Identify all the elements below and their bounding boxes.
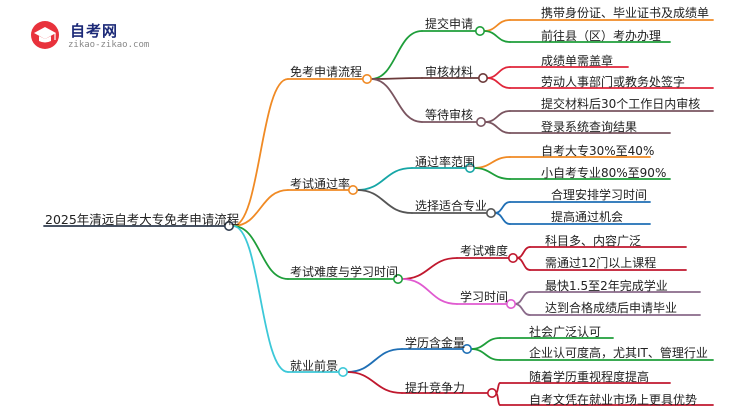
- leaf-label-l322: 达到合格成绩后申请毕业: [545, 301, 678, 315]
- branch-label-b1: 免考申请流程: [290, 65, 363, 79]
- branch-label-b3: 考试难度与学习时间: [290, 265, 399, 279]
- node-knob-b4[interactable]: [337, 366, 348, 377]
- connector-c32-l322: [514, 303, 531, 316]
- leaf-label-l311: 科目多、内容广泛: [545, 234, 642, 248]
- root-node-label: 2025年清远自考大专免考申请流程: [45, 212, 240, 227]
- connector-b1-c13: [370, 78, 423, 123]
- leaf-label-l321: 最快1.5至2年完成学业: [545, 279, 668, 293]
- connector-c12-l121: [486, 66, 511, 79]
- connector-c21-l212: [473, 167, 511, 180]
- site-logo[interactable]: 自考网 zikao-zikao.com: [30, 20, 170, 56]
- leaf-label-l132: 登录系统查询结果: [541, 120, 638, 134]
- sub-label-c22: 选择适合专业: [415, 199, 488, 213]
- node-knob-b3[interactable]: [392, 273, 403, 284]
- node-knob-b2[interactable]: [347, 185, 358, 196]
- connector-c21-l211: [473, 156, 511, 169]
- branch-label-b4: 就业前景: [290, 359, 339, 373]
- sub-label-c32: 学习时间: [460, 290, 509, 304]
- logo-name: 自考网: [70, 22, 119, 40]
- node-knob-c41[interactable]: [461, 343, 472, 354]
- connector-root-b4: [232, 225, 289, 373]
- connector-c41-l411: [470, 337, 501, 350]
- sub-label-c42: 提升竞争力: [405, 381, 466, 395]
- connector-root-b1: [232, 78, 289, 227]
- leaf-label-l221: 合理安排学习时间: [551, 188, 648, 202]
- connector-root-b3: [232, 225, 289, 280]
- connector-c41-l412: [470, 348, 501, 361]
- node-knob-c31[interactable]: [507, 253, 518, 264]
- connector-c22-l221: [494, 201, 511, 214]
- leaf-label-l222: 提高通过机会: [551, 210, 624, 224]
- connector-b3-c31: [401, 257, 458, 280]
- connector-c13-l131: [484, 110, 511, 123]
- leaf-label-l112: 前往县（区）考办办理: [541, 29, 662, 43]
- connector-c12-l122: [486, 77, 511, 89]
- sub-label-c21: 通过率范围: [415, 155, 476, 169]
- leaf-label-l131: 提交材料后30个工作日内审核: [541, 97, 701, 111]
- branch-label-b2: 考试通过率: [290, 177, 351, 191]
- node-knob-c11[interactable]: [474, 25, 485, 36]
- leaf-label-l412: 企业认可度高，尤其IT、管理行业: [529, 346, 708, 360]
- leaf-label-l121: 成绩单需盖章: [541, 54, 614, 68]
- leaf-label-l122: 劳动人事部门或教务处签字: [541, 75, 686, 89]
- connector-b2-c22: [356, 189, 413, 214]
- leaf-label-l111: 携带身份证、毕业证书及成绩单: [541, 6, 710, 20]
- connector-b2-c21: [356, 167, 413, 191]
- leaf-label-l312: 需通过12门以上课程: [545, 256, 657, 270]
- graduation-cap-icon: [31, 21, 59, 49]
- sub-label-c41: 学历含金量: [405, 336, 466, 350]
- connector-c31-l311: [516, 246, 531, 259]
- leaf-label-l212: 小自考专业80%至90%: [541, 166, 667, 180]
- connector-root-b2: [232, 189, 289, 227]
- connector-b4-c42: [346, 371, 403, 394]
- node-knob-root[interactable]: [224, 221, 235, 232]
- sub-label-c13: 等待审核: [425, 108, 474, 122]
- node-knob-b1[interactable]: [361, 74, 372, 85]
- node-knob-c12[interactable]: [477, 73, 488, 84]
- connector-c13-l132: [484, 121, 511, 134]
- node-knob-c22[interactable]: [485, 208, 496, 219]
- leaf-label-l211: 自考大专30%至40%: [541, 144, 655, 158]
- sub-label-c11: 提交申请: [425, 17, 474, 31]
- connector-b3-c32: [401, 278, 458, 305]
- logo-url: zikao-zikao.com: [68, 40, 150, 50]
- leaf-label-l411: 社会广泛认可: [529, 325, 602, 339]
- leaf-label-l421: 随着学历重视程度提高: [529, 370, 650, 384]
- node-knob-c13[interactable]: [475, 117, 486, 128]
- connector-c11-l111: [483, 19, 511, 32]
- connector-b4-c41: [346, 348, 403, 373]
- connector-c22-l222: [494, 212, 511, 225]
- node-knob-c21[interactable]: [464, 163, 475, 174]
- connector-c32-l321: [514, 291, 531, 305]
- sub-label-c12: 审核材料: [425, 65, 474, 79]
- connector-b1-c12: [370, 77, 423, 80]
- sub-label-c31: 考试难度: [460, 244, 509, 258]
- connector-c31-l312: [516, 257, 531, 271]
- node-knob-c42[interactable]: [486, 387, 497, 398]
- node-knob-c32[interactable]: [505, 298, 516, 309]
- leaf-label-l422: 自考文凭在就业市场上更具优势: [529, 393, 698, 407]
- connector-c11-l112: [483, 30, 511, 43]
- connector-b1-c11: [370, 30, 423, 80]
